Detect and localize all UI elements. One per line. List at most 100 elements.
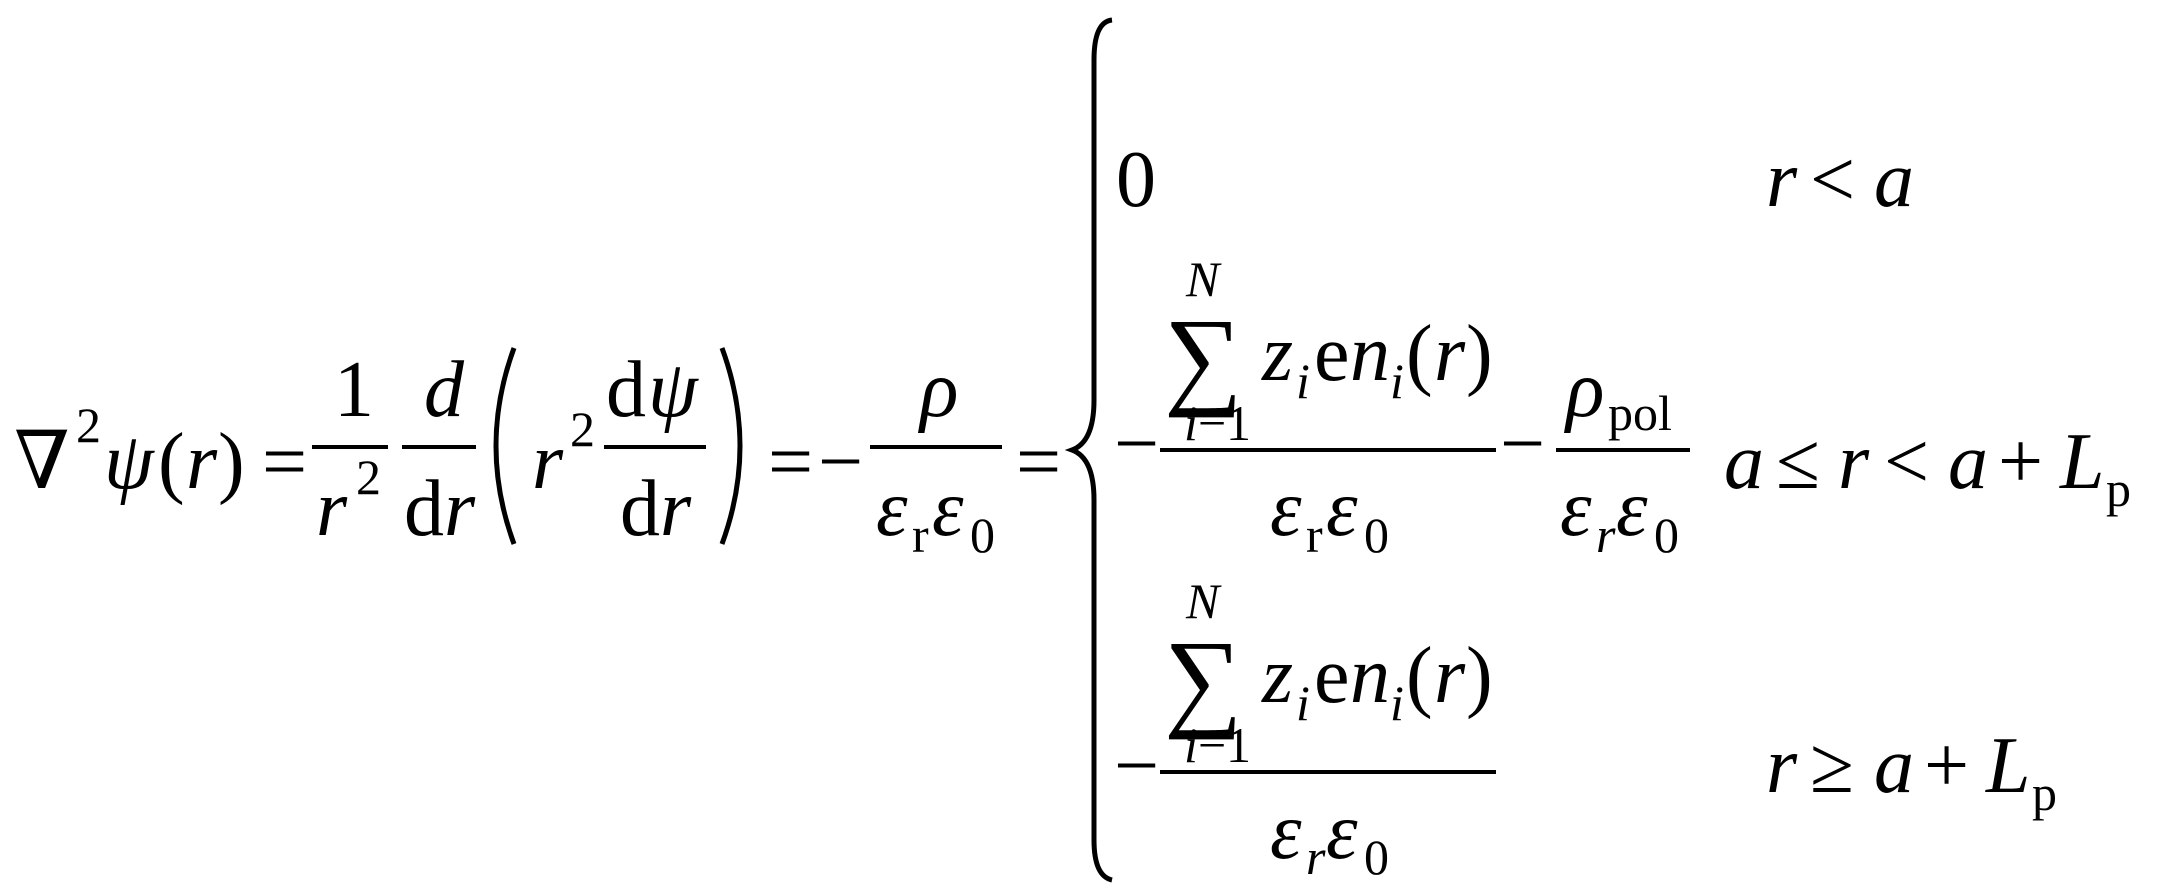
case2-open: (: [1406, 310, 1433, 398]
minus-1: −: [818, 418, 863, 506]
equals-3: =: [1016, 418, 1061, 506]
big-open-paren: [493, 347, 517, 545]
case3-e: e: [1314, 632, 1350, 720]
case2-cond-a2: a: [1948, 418, 1988, 506]
lhs: ∇ 2 ψ ( r ): [14, 397, 245, 506]
case3-den-sub2: 0: [1364, 829, 1389, 885]
case2-cond-L: L: [2059, 418, 2105, 506]
nabla-symbol: ∇: [14, 418, 70, 506]
case1-value: 0: [1116, 136, 1156, 224]
case3-sum-upper: N: [1185, 573, 1222, 629]
rho-den-sub2: 0: [970, 507, 995, 563]
case2-cond-r: r: [1838, 418, 1870, 506]
equals-2: =: [768, 418, 813, 506]
case3-cond-a: a: [1874, 722, 1914, 810]
case2-rho-den-sub2: 0: [1654, 507, 1679, 563]
case2-n: n: [1350, 310, 1390, 398]
frac1-denominator-r: r: [316, 465, 348, 553]
case2-sum-lower-1: 1: [1226, 395, 1251, 451]
rho-den-sub1: r: [912, 507, 929, 563]
case2-z: z: [1261, 310, 1293, 398]
rho-den-eps2: ε: [932, 465, 964, 553]
case2-n-sub: i: [1390, 353, 1404, 409]
inner-num-d: d: [606, 346, 646, 434]
case2-den-sub1: r: [1306, 507, 1323, 563]
rho-numerator: ρ: [917, 346, 958, 434]
case2-sum-symbol: ∑: [1164, 296, 1242, 418]
case2-rho: ρ: [1563, 346, 1604, 434]
case2-sum-upper: N: [1185, 251, 1222, 307]
frac2-denominator-r: r: [444, 465, 476, 553]
case2-cond-plus: +: [1998, 418, 2043, 506]
case2-cond-le: ≤: [1776, 418, 1820, 506]
case2-cond-a: a: [1724, 418, 1764, 506]
case3-r: r: [1434, 632, 1466, 720]
inner-num-psi: ψ: [648, 346, 699, 434]
case3-cond-r: r: [1766, 722, 1798, 810]
case3-den-eps1: ε: [1270, 788, 1302, 876]
case2-z-sub: i: [1296, 353, 1310, 409]
case3-sum-lower-i: i: [1184, 717, 1198, 773]
case2-den-eps1: ε: [1270, 465, 1302, 553]
case3-sum-lower-minus: −: [1198, 717, 1226, 773]
case2-rho-den-sub1: r: [1596, 507, 1616, 563]
case3-n-sub: i: [1390, 675, 1404, 731]
big-curly-brace: [1064, 17, 1113, 883]
case2-cond-L-sub: p: [2106, 461, 2131, 517]
case3-den-eps2: ε: [1326, 788, 1358, 876]
case2-minus-1: −: [1114, 400, 1159, 488]
psi-symbol: ψ: [104, 418, 155, 506]
frac2-numerator-d: d: [424, 346, 465, 434]
case3-cond-plus: +: [1924, 722, 1969, 810]
case2-rho-den-eps2: ε: [1616, 465, 1648, 553]
case2-sum-lower-i: i: [1184, 395, 1198, 451]
case3-den-sub1: r: [1306, 829, 1326, 885]
case2-e: e: [1314, 310, 1350, 398]
case2-rho-sub: pol: [1608, 385, 1672, 441]
case2-sum-lower-minus: −: [1198, 395, 1226, 451]
lhs-close-paren: ): [218, 418, 245, 506]
case3-cond-L-sub: p: [2032, 765, 2057, 821]
case-2: N ∑ i − 1 z i e n i ( r ) − ε r ε 0 − ρ …: [1114, 251, 2131, 563]
case3-z-sub: i: [1296, 675, 1310, 731]
case1-cond-r: r: [1766, 136, 1798, 224]
case-1: 0 r < a: [1116, 136, 1914, 224]
case1-cond-op: <: [1810, 136, 1855, 224]
lhs-var-r: r: [186, 418, 218, 506]
big-close-paren: [719, 347, 743, 545]
case2-rho-den-eps1: ε: [1560, 465, 1592, 553]
inner-den-d: d: [620, 465, 660, 553]
fraction-rho: ρ ε r ε 0: [870, 346, 1002, 563]
lhs-open-paren: (: [158, 418, 185, 506]
fraction-d-over-dr: d d r: [402, 346, 476, 553]
equals-1: =: [262, 418, 307, 506]
frac1-numerator: 1: [334, 346, 374, 434]
case3-cond-ge: ≥: [1810, 722, 1854, 810]
case3-open: (: [1406, 632, 1433, 720]
frac2-denominator-d: d: [404, 465, 444, 553]
frac1-denominator-exp: 2: [356, 449, 381, 505]
inner-den-r: r: [660, 465, 692, 553]
case2-den-eps2: ε: [1326, 465, 1358, 553]
case3-sum-lower-1: 1: [1226, 717, 1251, 773]
case2-cond-lt: <: [1884, 418, 1929, 506]
case2-r: r: [1434, 310, 1466, 398]
nabla-exponent: 2: [76, 397, 101, 453]
case3-sum-symbol: ∑: [1164, 618, 1242, 740]
inner-r: r: [532, 418, 564, 506]
case2-den-sub2: 0: [1364, 507, 1389, 563]
fraction-one-over-r-squared: 1 r 2: [312, 346, 388, 553]
case3-minus: −: [1114, 722, 1159, 810]
case3-n: n: [1350, 632, 1390, 720]
case1-cond-a: a: [1874, 136, 1914, 224]
inner-term: r 2 d ψ d r: [532, 346, 706, 553]
case3-close: ): [1466, 632, 1493, 720]
inner-exp: 2: [570, 401, 595, 457]
case3-cond-L: L: [1985, 722, 2031, 810]
case3-z: z: [1261, 632, 1293, 720]
case2-minus-2: −: [1500, 400, 1545, 488]
rho-den-eps1: ε: [876, 465, 908, 553]
case2-close: ): [1466, 310, 1493, 398]
